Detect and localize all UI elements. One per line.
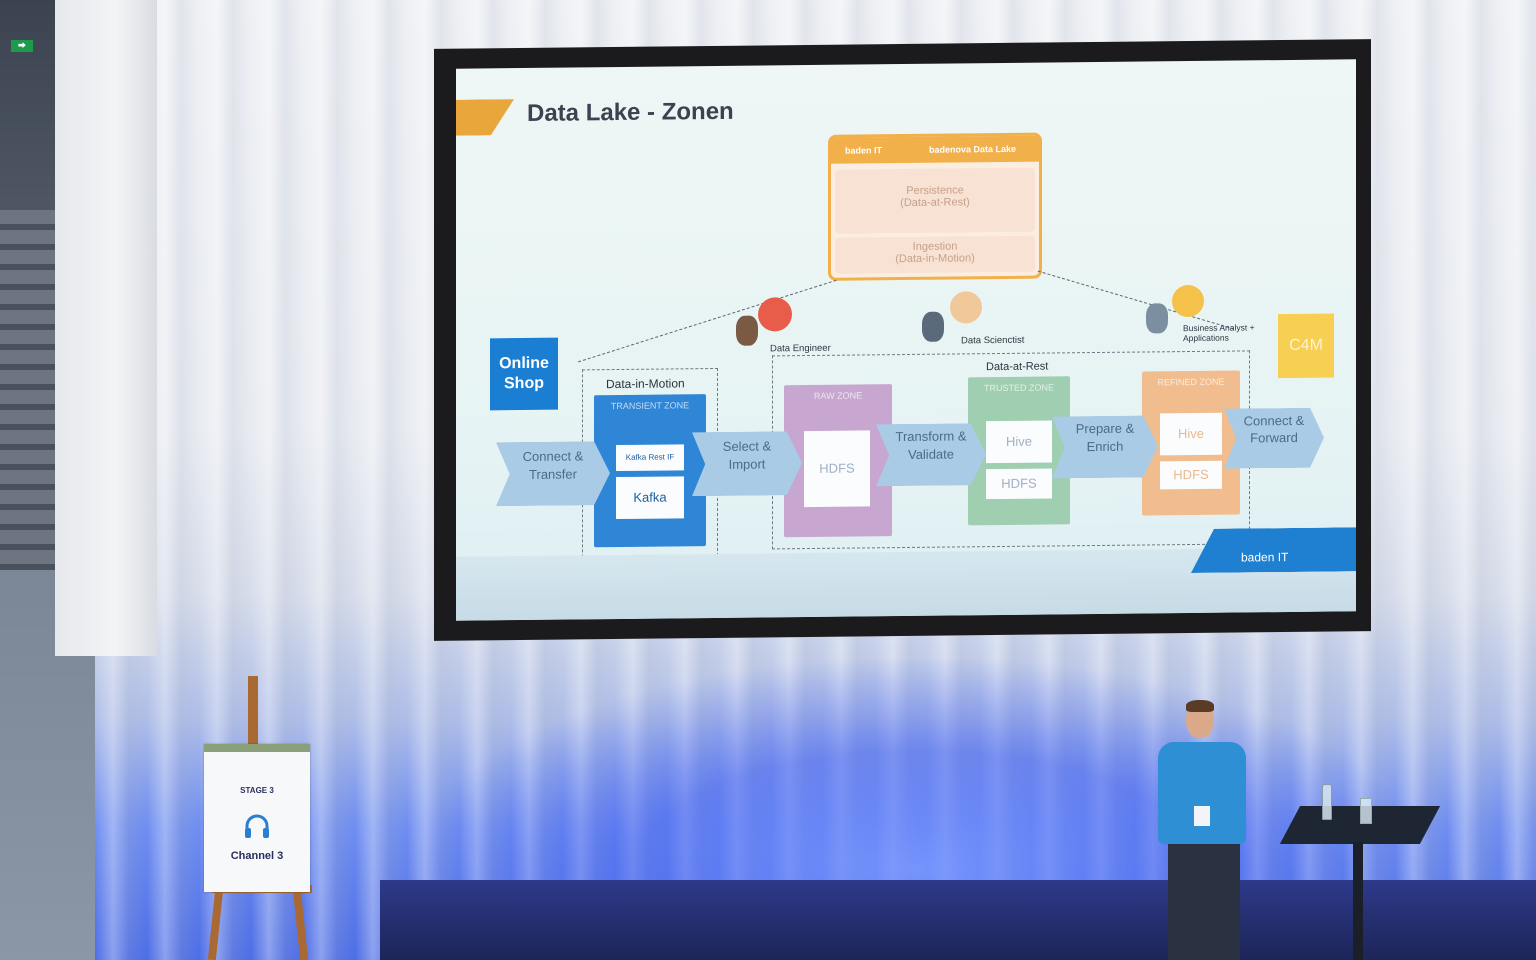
sign-stage-label: STAGE 3 — [240, 786, 274, 795]
lectern-pole — [1353, 842, 1363, 960]
presenter-badge — [1194, 806, 1210, 826]
ingestion-sub: (Data-in-Motion) — [895, 252, 975, 266]
c4m-tile: C4M — [1278, 313, 1334, 379]
data-lake-name: badenova Data Lake — [929, 143, 1017, 155]
water-bottle — [1322, 784, 1332, 820]
arrow-transform-validate: Transform & Validate — [876, 423, 986, 486]
footer-logo: baden IT — [1241, 549, 1289, 565]
presenter-legs — [1168, 842, 1240, 960]
data-lake-header: baden IT badenova Data Lake — [831, 135, 1039, 164]
ingestion-box: Ingestion (Data-in-Motion) — [835, 235, 1035, 274]
white-pillar — [55, 0, 157, 656]
data-scientist-label: Data Scienctist — [961, 334, 1025, 347]
water-glass — [1360, 798, 1372, 824]
presenter-hair — [1186, 700, 1214, 712]
refined-hdfs-card: HDFS — [1160, 460, 1222, 490]
exit-sign: ⮕ — [11, 40, 33, 52]
data-lake-box: baden IT badenova Data Lake Persistence … — [828, 132, 1042, 281]
data-at-rest-label: Data-at-Rest — [986, 360, 1049, 374]
refined-zone: REFINED ZONE Hive HDFS — [1142, 370, 1240, 516]
data-lake-brand: baden IT — [845, 145, 883, 156]
arrow-connect-transfer-label: Connect & Transfer — [522, 448, 584, 482]
data-scientist-avatar — [922, 311, 944, 342]
presenter-shirt — [1158, 742, 1246, 844]
arrow-prepare-enrich-label: Prepare & Enrich — [1075, 420, 1135, 455]
headset-icon — [245, 814, 269, 838]
transient-zone-label: TRANSIENT ZONE — [610, 400, 690, 412]
refined-zone-label: REFINED ZONE — [1157, 376, 1225, 388]
data-in-motion-label: Data-in-Motion — [606, 376, 685, 392]
arrow-prepare-enrich: Prepare & Enrich — [1052, 415, 1158, 478]
data-engineer-avatar — [736, 315, 758, 346]
transient-zone: TRANSIENT ZONE Kafka Rest IF Kafka — [594, 394, 706, 548]
persistence-sub: (Data-at-Rest) — [900, 196, 970, 210]
arrow-transform-validate-label: Transform & Validate — [895, 428, 967, 462]
magnifier-icon — [950, 291, 982, 324]
slide-title: Data Lake - Zonen — [527, 97, 734, 127]
raw-hdfs-card: HDFS — [804, 430, 870, 508]
easel-top-post — [248, 676, 258, 746]
sign-channel-label: Channel 3 — [230, 850, 284, 862]
arrow-connect-forward: Connect & Forward — [1224, 408, 1324, 469]
business-analyst-avatar — [1146, 303, 1168, 334]
refined-hive-card: Hive — [1160, 412, 1222, 456]
arrow-connect-transfer: Connect & Transfer — [496, 441, 610, 506]
kafka-card: Kafka — [616, 476, 684, 520]
kafka-rest-card: Kafka Rest IF — [616, 444, 684, 472]
trusted-zone-label: TRUSTED ZONE — [983, 382, 1054, 394]
arrow-select-import-label: Select & Import — [722, 438, 772, 472]
presentation-slide: Data Lake - Zonen baden IT badenova Data… — [456, 59, 1356, 621]
connector-line-right — [1037, 270, 1235, 330]
persistence-box: Persistence (Data-at-Rest) — [835, 167, 1035, 234]
stage-sign: STAGE 3 Channel 3 — [204, 744, 310, 892]
trusted-hdfs-card: HDFS — [986, 468, 1052, 500]
data-engineer-label: Data Engineer — [770, 342, 831, 355]
business-analyst-label: Business Analyst + Applications — [1183, 322, 1255, 344]
stage-floor — [380, 880, 1536, 960]
arrow-connect-forward-label: Connect & Forward — [1243, 412, 1305, 446]
data-engineer-icon — [758, 297, 792, 332]
raw-zone-label: RAW ZONE — [813, 390, 863, 401]
trusted-hive-card: Hive — [986, 420, 1052, 464]
online-shop-tile: Online Shop — [490, 337, 558, 411]
mobile-app-icon — [1172, 284, 1204, 318]
arrow-select-import: Select & Import — [692, 431, 802, 496]
title-accent-shape — [456, 99, 514, 136]
